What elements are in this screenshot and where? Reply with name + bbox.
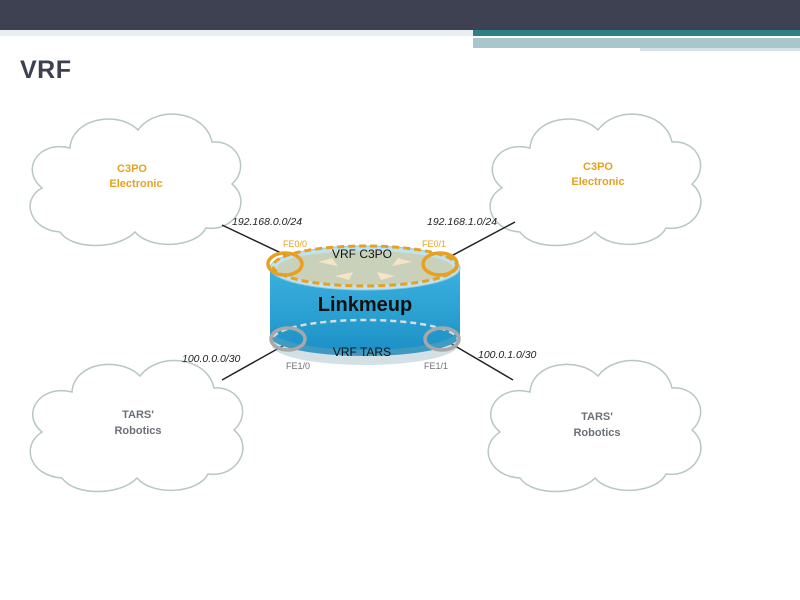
vrf-c3po-label: VRF C3PO <box>332 247 392 261</box>
banner-accent-light <box>0 30 800 36</box>
interface-fe00-ring <box>266 251 304 277</box>
cloud-bottom-right-line2: Robotics <box>573 427 620 439</box>
cloud-top-right <box>489 113 702 247</box>
banner-accent-teal <box>473 30 800 36</box>
interface-fe11-label: FE1/1 <box>424 361 448 371</box>
cloud-bottom-left <box>29 359 244 493</box>
cloud-bottom-left-line1: TARS' <box>122 409 154 421</box>
cloud-top-right-line1: C3PO <box>583 161 613 173</box>
cloud-top-left <box>29 113 242 247</box>
banner-accent-faint <box>640 48 800 51</box>
cloud-bottom-right <box>487 359 702 493</box>
top-banner <box>0 0 800 30</box>
slide-title: VRF <box>20 56 72 84</box>
cloud-top-left-line1: C3PO <box>117 163 147 175</box>
cloud-bottom-right-line1: TARS' <box>581 411 613 423</box>
subnet-top-right: 192.168.1.0/24 <box>427 216 497 228</box>
cloud-top-left-line2: Electronic <box>109 178 162 190</box>
subnet-top-left: 192.168.0.0/24 <box>232 216 302 228</box>
interface-fe01-ring <box>421 251 459 277</box>
interface-fe10-ring <box>269 326 307 352</box>
banner-accent-pale <box>473 38 800 48</box>
router-arrows-icon <box>318 258 412 280</box>
vrf-tars-label: VRF TARS <box>333 345 391 359</box>
interface-fe01-label: FE0/1 <box>422 239 446 249</box>
subnet-bottom-left: 100.0.0.0/30 <box>182 353 241 365</box>
interface-fe11-ring <box>423 326 461 352</box>
subnet-bottom-right: 100.0.1.0/30 <box>478 349 537 361</box>
interface-fe10-label: FE1/0 <box>286 361 310 371</box>
cloud-top-right-line2: Electronic <box>571 176 624 188</box>
cloud-bottom-left-line2: Robotics <box>114 425 161 437</box>
router-name: Linkmeup <box>318 294 412 316</box>
link-bottom-right <box>449 342 514 381</box>
interface-fe00-label: FE0/0 <box>283 239 307 249</box>
